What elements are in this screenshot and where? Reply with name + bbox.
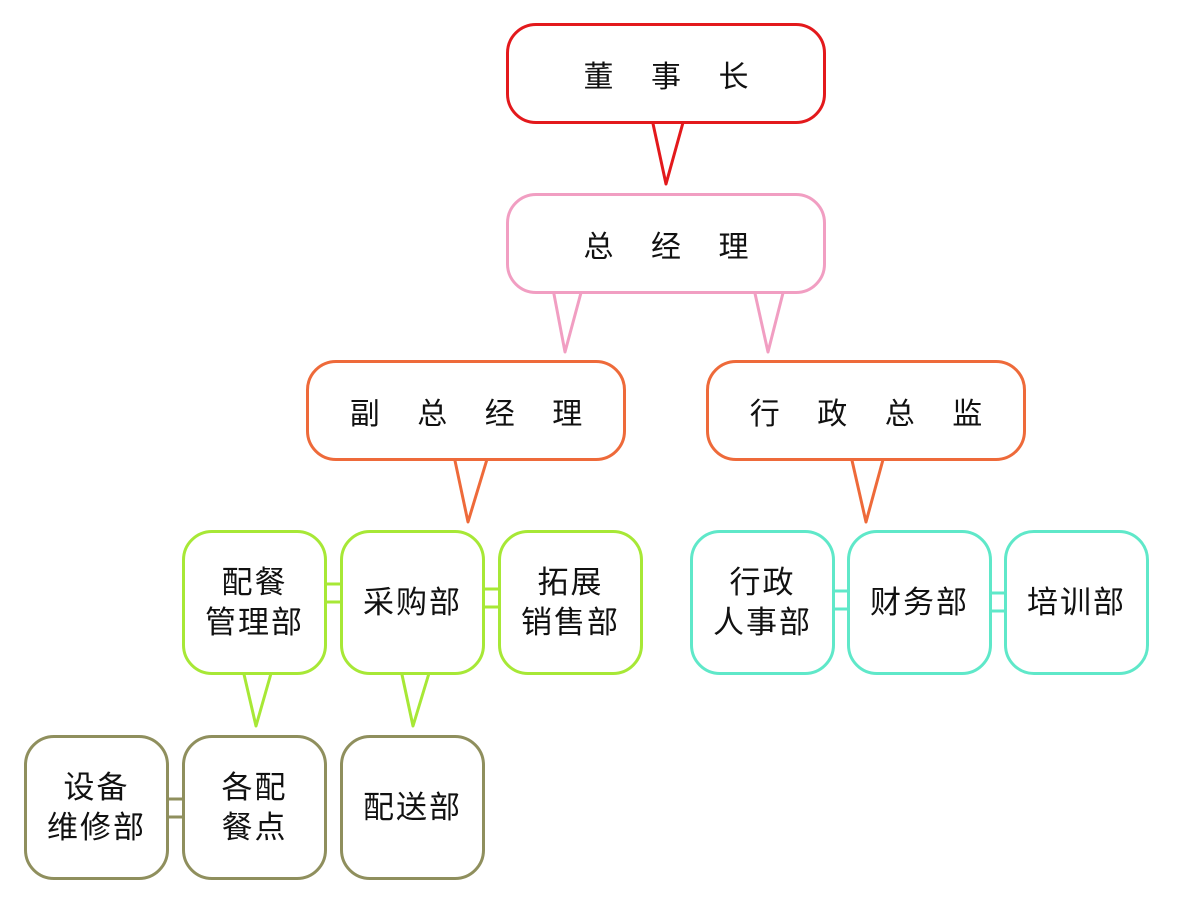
node-training: 培训部 — [1004, 530, 1149, 675]
node-chairman: 董 事 长 — [506, 23, 826, 124]
node-finance-label: 财务部 — [870, 584, 969, 621]
node-admin-hr-label-line2: 人事部 — [713, 604, 812, 641]
node-deputy-gm: 副 总 经 理 — [306, 360, 626, 461]
node-general-manager: 总 经 理 — [506, 193, 826, 294]
node-equipment-maint: 设备 维修部 — [24, 735, 169, 880]
node-sales-expansion-label-line2: 销售部 — [521, 604, 620, 641]
node-admin-director: 行 政 总 监 — [706, 360, 1026, 461]
tail-catering-mgmt — [241, 668, 274, 728]
node-catering-mgmt: 配餐 管理部 — [182, 530, 327, 675]
tail-chairman — [650, 117, 686, 186]
node-catering-points-label-line2: 餐点 — [221, 809, 288, 846]
node-purchasing: 采购部 — [340, 530, 485, 675]
node-sales-expansion-label-line1: 拓展 — [537, 564, 604, 601]
node-equipment-maint-label-line2: 维修部 — [47, 809, 146, 846]
tail-admin-director — [849, 454, 886, 524]
node-sales-expansion: 拓展 销售部 — [498, 530, 643, 675]
node-delivery: 配送部 — [340, 735, 485, 880]
node-purchasing-label: 采购部 — [363, 584, 462, 621]
node-equipment-maint-label-line1: 设备 — [63, 769, 130, 806]
node-chairman-label: 董 事 长 — [583, 59, 763, 95]
node-deputy-gm-label: 副 总 经 理 — [349, 396, 597, 432]
tail-purchasing — [399, 668, 432, 728]
node-catering-mgmt-label-line2: 管理部 — [205, 604, 304, 641]
node-finance: 财务部 — [847, 530, 992, 675]
node-catering-points: 各配 餐点 — [182, 735, 327, 880]
node-admin-director-label: 行 政 总 监 — [749, 396, 997, 432]
tail-gm-left — [551, 287, 584, 354]
node-catering-points-label-line1: 各配 — [221, 769, 288, 806]
node-admin-hr: 行政 人事部 — [690, 530, 835, 675]
node-admin-hr-label-line1: 行政 — [729, 564, 796, 601]
node-delivery-label: 配送部 — [363, 789, 462, 826]
node-training-label: 培训部 — [1027, 584, 1126, 621]
tail-gm-right — [752, 287, 786, 354]
node-catering-mgmt-label-line1: 配餐 — [221, 564, 288, 601]
tail-deputy-gm — [452, 454, 490, 524]
node-general-manager-label: 总 经 理 — [583, 229, 763, 265]
